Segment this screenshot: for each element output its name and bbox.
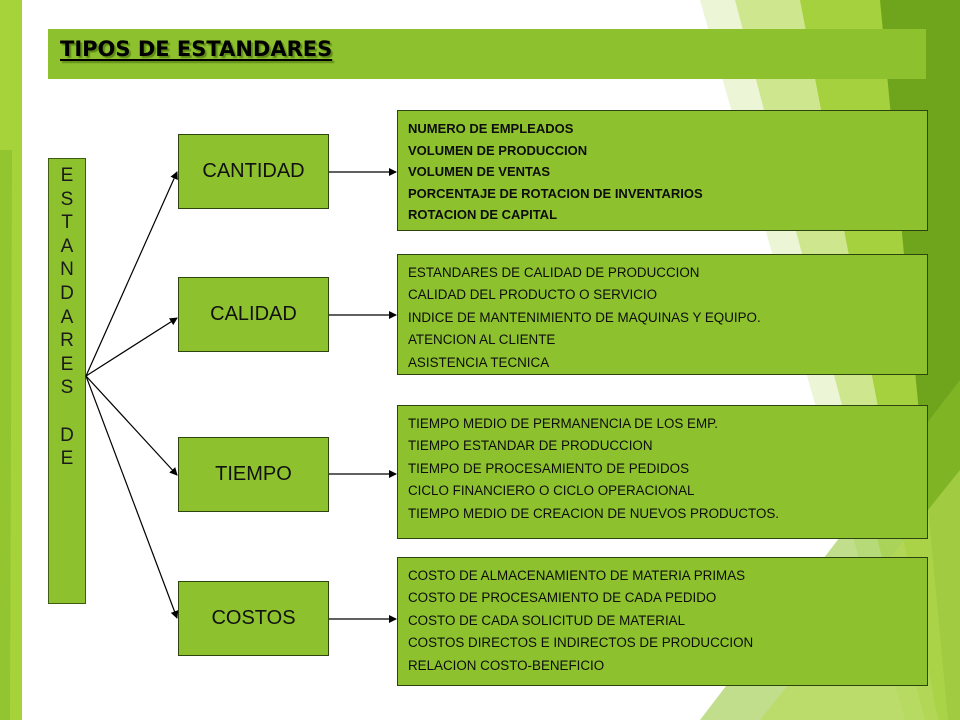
category-box-calidad: CALIDAD: [178, 277, 329, 352]
root-letter: N: [60, 259, 74, 281]
page-title: TIPOS DE ESTANDARES: [60, 37, 333, 61]
root-letter: D: [60, 424, 74, 446]
detail-item: ROTACION DE CAPITAL: [408, 207, 558, 223]
details-box-cantidad: NUMERO DE EMPLEADOS VOLUMEN DE PRODUCCIO…: [397, 110, 928, 231]
root-letter: A: [60, 235, 74, 257]
arrow-to-calidad: [85, 317, 178, 377]
detail-item: ESTANDARES DE CALIDAD DE PRODUCCION: [408, 265, 700, 280]
detail-item: VOLUMEN DE PRODUCCION: [408, 142, 588, 158]
category-box-costos: COSTOS: [178, 581, 329, 656]
root-letter: E: [60, 448, 74, 470]
detail-item: NUMERO DE EMPLEADOS: [408, 121, 574, 136]
arrow-to-costos: [85, 375, 179, 619]
detail-item: ASISTENCIA TECNICA: [408, 354, 550, 370]
category-box-cantidad: CANTIDAD: [178, 134, 329, 209]
detail-item: TIEMPO DE PROCESAMIENTO DE PEDIDOS: [408, 460, 690, 476]
detail-item: TIEMPO MEDIO DE PERMANENCIA DE LOS EMP.: [408, 416, 719, 431]
arrow-to-cantidad: [85, 171, 178, 377]
detail-item: ATENCION AL CLIENTE: [408, 332, 556, 348]
root-letter: T: [61, 212, 73, 234]
detail-item: TIEMPO MEDIO DE CREACION DE NUEVOS PRODU…: [408, 505, 780, 521]
detail-item: COSTO DE CADA SOLICITUD DE MATERIAL: [408, 612, 686, 628]
detail-item: CICLO FINANCIERO O CICLO OPERACIONAL: [408, 483, 695, 499]
detail-item: INDICE DE MANTENIMIENTO DE MAQUINAS Y EQ…: [408, 309, 761, 325]
details-box-costos: COSTO DE ALMACENAMIENTO DE MATERIA PRIMA…: [397, 557, 928, 686]
detail-item: CALIDAD DEL PRODUCTO O SERVICIO: [408, 287, 658, 303]
title-bar: TIPOS DE ESTANDARES: [48, 29, 926, 79]
detail-item: COSTOS DIRECTOS E INDIRECTOS DE PRODUCCI…: [408, 635, 754, 651]
detail-item: TIEMPO ESTANDAR DE PRODUCCION: [408, 438, 653, 454]
root-letter: R: [60, 330, 74, 352]
detail-item: VOLUMEN DE VENTAS: [408, 164, 551, 180]
root-letter: A: [60, 306, 74, 328]
details-box-tiempo: TIEMPO MEDIO DE PERMANENCIA DE LOS EMP. …: [397, 405, 928, 539]
root-letter: S: [60, 377, 74, 399]
left-edge-stripe-dark: [0, 150, 12, 720]
root-letter: D: [60, 283, 74, 304]
detail-item: COSTO DE PROCESAMIENTO DE CADA PEDIDO: [408, 590, 717, 606]
detail-item: RELACION COSTO-BENEFICIO: [408, 657, 605, 673]
root-letter: E: [60, 353, 74, 375]
root-letter: E: [60, 165, 74, 186]
root-letter: S: [60, 188, 74, 210]
category-box-tiempo: TIEMPO: [178, 437, 329, 512]
detail-item: COSTO DE ALMACENAMIENTO DE MATERIA PRIMA…: [408, 568, 746, 583]
details-box-calidad: ESTANDARES DE CALIDAD DE PRODUCCION CALI…: [397, 254, 928, 375]
detail-item: PORCENTAJE DE ROTACION DE INVENTARIOS: [408, 185, 703, 201]
arrow-to-tiempo: [85, 375, 178, 476]
